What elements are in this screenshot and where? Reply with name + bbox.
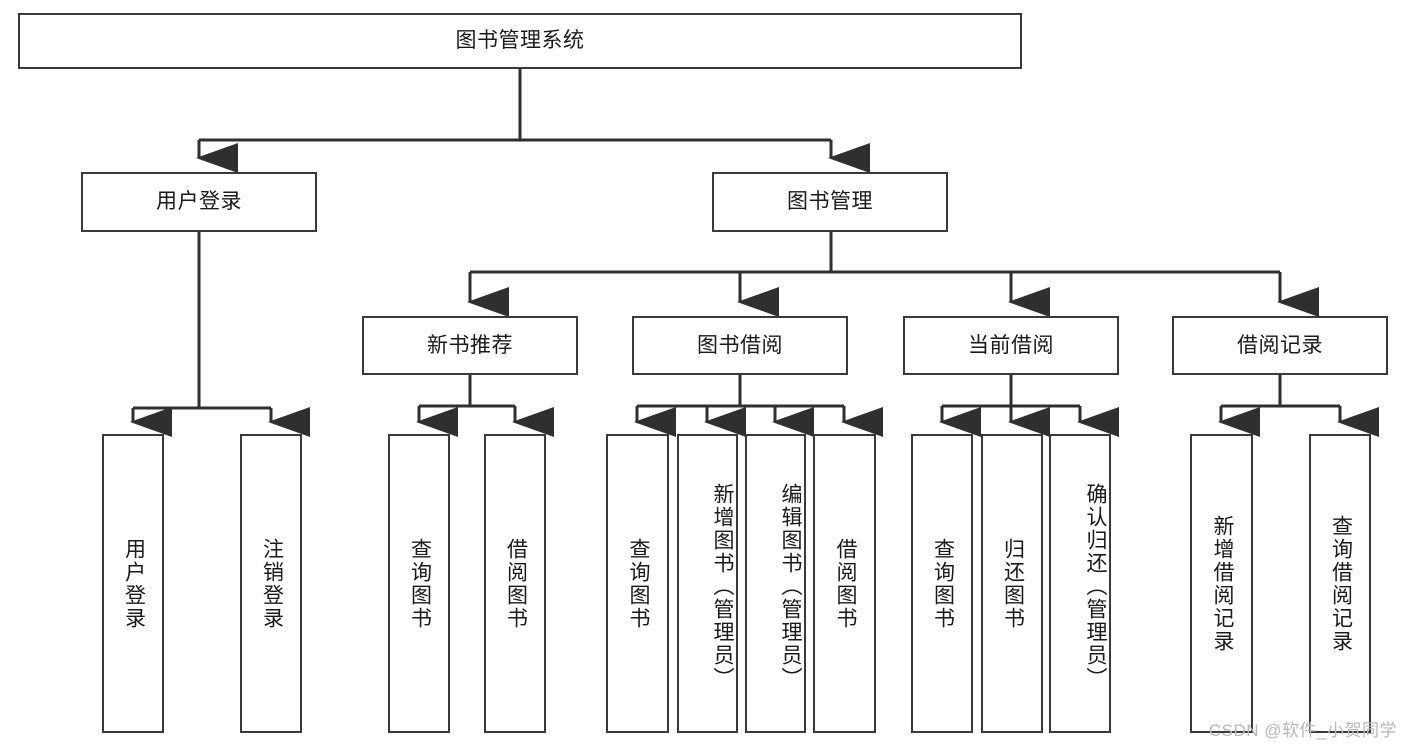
leaf-add-borrow-record[interactable]: 新增借阅记录: [1190, 434, 1253, 733]
leaf-query-book-borrow[interactable]: 查询图书: [606, 434, 669, 733]
leaf-label: 编辑图书（管理员）: [779, 483, 802, 690]
node-user-login[interactable]: 用户登录: [81, 172, 317, 232]
leaf-label: 借阅图书: [504, 537, 528, 630]
node-borrow-record[interactable]: 借阅记录: [1172, 316, 1388, 375]
leaf-add-book-admin[interactable]: 新增图书（管理员）: [677, 434, 738, 733]
leaf-label: 新增图书（管理员）: [711, 483, 734, 690]
leaf-query-book-current[interactable]: 查询图书: [911, 434, 973, 733]
leaf-user-login[interactable]: 用户登录: [102, 434, 164, 733]
leaf-confirm-return-admin[interactable]: 确认归还（管理员）: [1049, 434, 1111, 733]
leaf-edit-book-admin[interactable]: 编辑图书（管理员）: [745, 434, 806, 733]
leaf-query-book-recommend[interactable]: 查询图书: [388, 434, 450, 733]
node-current-borrow-label: 当前借阅: [968, 333, 1054, 357]
node-new-book-recommend-label: 新书推荐: [427, 333, 513, 357]
leaf-query-borrow-record[interactable]: 查询借阅记录: [1309, 434, 1371, 733]
leaf-label: 借阅图书: [833, 537, 857, 630]
node-borrow-record-label: 借阅记录: [1237, 333, 1323, 357]
leaf-label: 查询图书: [408, 537, 432, 630]
leaf-label: 新增借阅记录: [1210, 514, 1234, 653]
leaf-borrow-book[interactable]: 借阅图书: [813, 434, 876, 733]
node-book-management[interactable]: 图书管理: [712, 172, 948, 232]
node-user-login-label: 用户登录: [156, 190, 242, 214]
leaf-logout[interactable]: 注销登录: [240, 434, 302, 733]
leaf-return-book[interactable]: 归还图书: [981, 434, 1043, 733]
leaf-label: 查询图书: [931, 537, 955, 630]
node-new-book-recommend[interactable]: 新书推荐: [362, 316, 578, 375]
leaf-label: 查询借阅记录: [1329, 514, 1353, 653]
node-book-borrow-label: 图书借阅: [697, 333, 783, 357]
node-current-borrow[interactable]: 当前借阅: [903, 316, 1119, 375]
node-root-label: 图书管理系统: [455, 29, 585, 53]
csdn-watermark: CSDN @软件_小贺同学: [1208, 721, 1397, 740]
node-root[interactable]: 图书管理系统: [18, 13, 1022, 69]
leaf-label: 注销登录: [260, 537, 284, 630]
leaf-label: 确认归还（管理员）: [1084, 483, 1107, 690]
node-book-management-label: 图书管理: [787, 190, 873, 214]
leaf-label: 用户登录: [122, 537, 146, 630]
leaf-borrow-book-recommend[interactable]: 借阅图书: [484, 434, 546, 733]
leaf-label: 归还图书: [1001, 537, 1025, 630]
node-book-borrow[interactable]: 图书借阅: [632, 316, 848, 375]
leaf-label: 查询图书: [626, 537, 650, 630]
